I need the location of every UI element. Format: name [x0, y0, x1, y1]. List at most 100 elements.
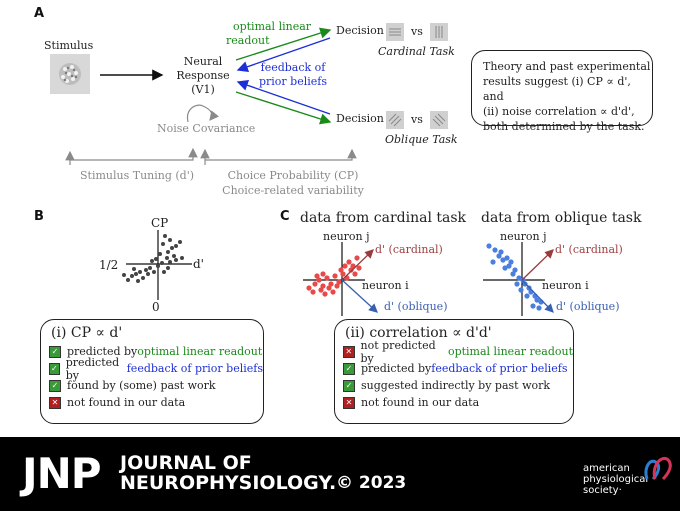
- cp-axis-label: CP: [151, 216, 169, 230]
- theory-box: Theory and past experimental results sug…: [471, 50, 653, 133]
- cardinal-data-point: [312, 281, 318, 287]
- checklist-text: predicted by: [361, 362, 432, 375]
- checklist-item: ✕ not found in our data: [343, 394, 573, 411]
- scatter-point: [136, 279, 140, 283]
- scatter-point: [144, 268, 148, 272]
- aps-line3: society·: [583, 485, 622, 496]
- cardinal-data-point: [320, 271, 326, 277]
- scatter-point: [148, 266, 152, 270]
- oblique-data-point: [500, 257, 506, 263]
- scatter-point: [122, 273, 126, 277]
- checkmark-icon: ✓: [49, 362, 60, 375]
- cross-icon: ✕: [343, 396, 355, 409]
- checklist-text: predicted by: [65, 355, 120, 382]
- checklist-text: found by (some) past work: [67, 379, 216, 392]
- cross-icon: ✕: [343, 345, 355, 358]
- oblique-data-title: data from oblique task: [481, 210, 642, 226]
- stimulus-image: [50, 54, 90, 94]
- checkmark-icon: ✓: [49, 345, 61, 358]
- feedback-bottom-arrow: [236, 79, 331, 115]
- oblique-data-point: [530, 303, 536, 309]
- checklist-item: ✓predicted by feedback of prior beliefs: [49, 356, 263, 382]
- choice-probability-line: Choice Probability (CP): [227, 169, 359, 182]
- cardinal-data-point: [306, 285, 312, 291]
- oblique-data-point: [510, 271, 516, 277]
- noise-covariance-label: Noise Covariance: [157, 122, 256, 135]
- scatter-point: [168, 260, 172, 264]
- panel-a-arrows: [65, 27, 357, 165]
- oblique-task-label: Oblique Task: [385, 133, 458, 146]
- cardinal-data-point: [354, 255, 360, 261]
- checklist-item: ✓suggested indirectly by past work: [343, 377, 573, 394]
- cardinal-data-title: data from cardinal task: [300, 210, 467, 226]
- cardinal-d-arrow-right: [521, 249, 554, 281]
- checkmark-icon: ✓: [343, 362, 355, 375]
- panel-a-letter: A: [34, 6, 45, 21]
- cardinal-data-point: [332, 273, 338, 279]
- scatter-point: [166, 250, 170, 254]
- aps-logo-icon: [644, 456, 672, 481]
- checkmark-icon: ✓: [49, 379, 61, 392]
- journal-name-line2: NEUROPHYSIOLOGY.: [120, 472, 337, 494]
- readout-top-arrow: [235, 27, 332, 61]
- oblique-data-point: [492, 247, 498, 253]
- aps-line2: physiological: [583, 474, 649, 485]
- theory-line-1: Theory and past experimental: [483, 60, 651, 73]
- left-oblique-grating-icon: [386, 111, 404, 129]
- checklist-text: not found in our data: [361, 396, 480, 409]
- theory-line-4: both determined by the task.: [483, 120, 645, 133]
- gabor-patch-icon: [59, 63, 81, 85]
- scatter-point: [134, 272, 138, 276]
- oblique-data-point: [486, 243, 492, 249]
- scatter-point: [162, 270, 166, 274]
- stimulus-tuning-bracket-right: [70, 147, 198, 161]
- oblique-data-point: [534, 297, 540, 303]
- right-oblique-grating-icon: [430, 111, 448, 129]
- scatter-point: [150, 259, 154, 263]
- choice-probability-label: Choice Probability (CP) Choice-related v…: [213, 168, 373, 198]
- feedback-line2: prior beliefs: [258, 75, 327, 88]
- copyright: © 2023: [336, 473, 407, 493]
- oblique-data-point: [524, 293, 530, 299]
- oblique-data-point: [512, 267, 518, 273]
- scatter-point: [154, 257, 158, 261]
- cardinal-data-point: [356, 265, 362, 271]
- scatter-point: [174, 244, 178, 248]
- scatter-point: [161, 242, 165, 246]
- cardinal-data-point: [314, 273, 320, 279]
- oblique-data-point: [498, 249, 504, 255]
- oblique-data-point: [502, 265, 508, 271]
- neuron-i-label-cardinal: neuron i: [362, 279, 409, 292]
- cardinal-scatter: [303, 242, 378, 316]
- oblique-data-point: [506, 263, 512, 269]
- scatter-point: [174, 258, 178, 262]
- vs-top: vs: [411, 25, 423, 38]
- decision-bottom-label: Decision: [336, 112, 384, 125]
- neuron-i-label-oblique: neuron i: [542, 279, 589, 292]
- neural-response-label: Neural Response (V1): [168, 55, 238, 97]
- correlation-checklist: ✕not predicted by optimal linear readout…: [335, 339, 573, 411]
- choice-probability-bracket-right: [205, 148, 357, 161]
- neuron-j-label-oblique: neuron j: [500, 230, 547, 243]
- checklist-text: not found in our data: [67, 396, 186, 409]
- cp-box-title: (i) CP ∝ d': [51, 325, 123, 341]
- vertical-grating-icon: [430, 23, 448, 41]
- oblique-data-point: [508, 259, 514, 265]
- oblique-data-point: [514, 281, 520, 287]
- scatter-point: [166, 266, 170, 270]
- cardinal-data-point: [342, 263, 348, 269]
- journal-footer: JNP JOURNAL OF NEUROPHYSIOLOGY. © 2023 a…: [0, 437, 680, 511]
- correlation-box-title: (ii) correlation ∝ d'd': [345, 325, 492, 341]
- cardinal-data-point: [324, 275, 330, 281]
- cardinal-task-label: Cardinal Task: [378, 45, 455, 58]
- cp-evidence-box: (i) CP ∝ d' ✓predicted by optimal linear…: [40, 319, 264, 424]
- cardinal-data-point: [346, 259, 352, 265]
- panel-c-letter: C: [280, 209, 290, 224]
- cross-icon: ✕: [49, 396, 61, 409]
- cardinal-data-point: [310, 289, 316, 295]
- cardinal-data-point: [330, 289, 336, 295]
- cardinal-data-point: [326, 285, 332, 291]
- scatter-point: [158, 252, 162, 256]
- cardinal-data-point: [316, 277, 322, 283]
- cardinal-data-point: [322, 291, 328, 297]
